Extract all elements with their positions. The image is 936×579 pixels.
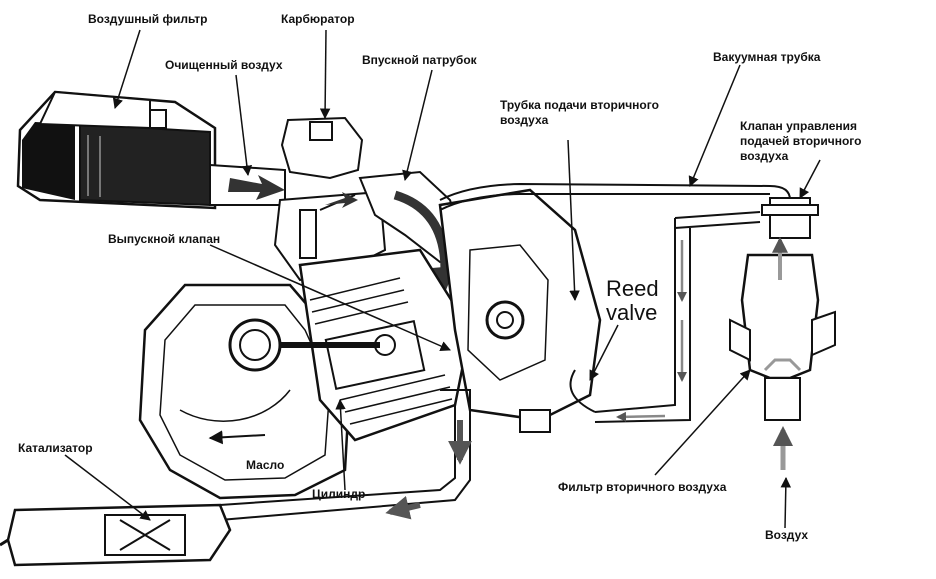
vacuum-tube — [439, 182, 791, 211]
label-clean-air: Очищенный воздух — [165, 58, 283, 72]
label-reed-line1: Reed — [606, 276, 659, 301]
exhaust-system — [0, 389, 472, 567]
label-air-filter: Воздушный фильтр — [88, 12, 208, 26]
label-secondary-air-tube: Трубка подачи вторичного воздуха — [500, 98, 659, 127]
label-control-valve: Клапан управления подачей вторичного воз… — [740, 119, 862, 163]
leader-lines — [64, 29, 821, 529]
label-catalyst: Катализатор — [18, 441, 93, 455]
label-secondary-air-filter: Фильтр вторичного воздуха — [558, 480, 727, 494]
control-valve-body — [761, 197, 819, 239]
label-cylinder: Цилиндр — [312, 487, 366, 501]
label-vacuum-tube: Вакуумная трубка — [713, 50, 821, 64]
label-air: Воздух — [765, 528, 809, 542]
label-exhaust-valve: Выпускной клапан — [108, 232, 221, 246]
label-carburetor: Карбюратор — [281, 12, 355, 26]
cylinder-head — [438, 188, 602, 433]
label-reed-valve: Reed valve — [606, 277, 659, 325]
cylinder-block — [280, 248, 472, 442]
secondary-air-tube — [569, 211, 761, 423]
secondary-air-filter-canister — [729, 236, 836, 470]
label-intake-manifold: Впускной патрубок — [362, 53, 477, 67]
air-filter-box — [16, 90, 217, 210]
label-reed-line2: valve — [606, 300, 658, 325]
label-oil: Масло — [246, 458, 285, 472]
crankcase — [138, 283, 352, 500]
